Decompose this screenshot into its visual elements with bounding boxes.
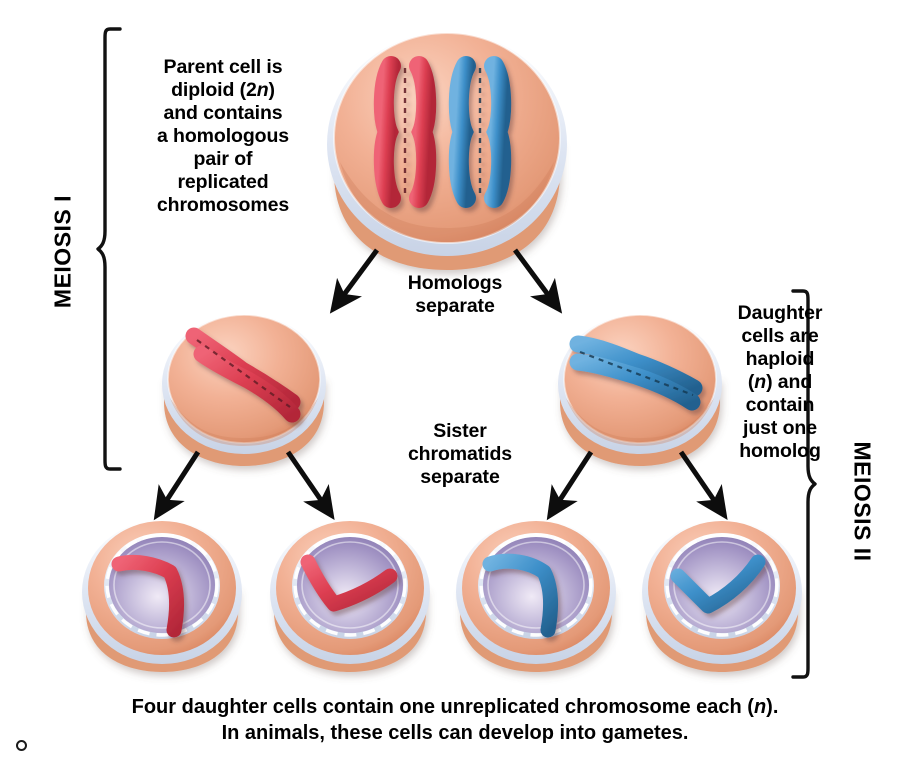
callout-parent-line-4: a homologous	[156, 125, 290, 147]
callout-parent-line-7: chromosomes	[156, 194, 290, 216]
nucleus	[483, 537, 589, 633]
parent-cell	[316, 22, 578, 274]
callout-daughter-cells: Daughter cells are haploid (n) and conta…	[700, 302, 860, 463]
callout-daughter-line-4: (n) and	[747, 371, 813, 393]
brace-meiosis-i	[96, 26, 122, 472]
nucleus	[297, 537, 403, 633]
stage-label-meiosis-i: MEIOSIS I	[50, 167, 77, 337]
chromosome-blue-replicated	[569, 335, 703, 411]
homologs-line-1: Homologs	[407, 272, 503, 294]
callout-daughter-line-2: cells are	[741, 325, 819, 347]
callout-parent-line-2: diploid (2n)	[171, 79, 275, 101]
callout-parent-line-6: replicated	[177, 171, 269, 193]
meiosis-i-text: MEIOSIS I	[49, 194, 76, 309]
nucleus	[669, 537, 775, 633]
callout-sister-chromatids-separate: Sister chromatids separate	[375, 420, 545, 489]
chromosome-red-unreplicated	[111, 554, 185, 638]
nuclear-envelope	[293, 533, 407, 637]
italic-n-diploid: n	[256, 79, 269, 101]
nuclear-envelope	[105, 533, 219, 637]
callout-daughter-line-3: haploid	[745, 348, 815, 370]
callout-daughter-line-6: just one	[743, 417, 817, 439]
daughter-cell-left	[152, 306, 336, 470]
caption-line-2: In animals, these cells can develop into…	[221, 722, 689, 744]
chromosome-red-replicated	[185, 327, 301, 423]
nuclear-envelope	[479, 533, 593, 637]
chromosome-blue-replicated	[448, 56, 512, 208]
nuclear-envelope	[665, 533, 779, 637]
gamete-cell-4	[634, 512, 810, 676]
caption-line-1-a: Four daughter cells contain one unreplic…	[131, 696, 754, 718]
chromosome-blue-unreplicated	[482, 553, 559, 638]
caption-line-1-b: ).	[766, 696, 779, 718]
nucleus	[109, 537, 215, 633]
sister-line-1: Sister	[433, 420, 487, 442]
callout-parent-line-1: Parent cell is	[163, 56, 283, 78]
callout-homologs-separate: Homologs separate	[375, 272, 535, 318]
callout-daughter-line-5: contain	[745, 394, 815, 416]
callout-parent-cell: Parent cell is diploid (2n) and contains…	[128, 56, 318, 217]
callout-parent-line-3: and contains	[163, 102, 283, 124]
gamete-cell-1	[74, 512, 250, 676]
sister-line-2: chromatids	[407, 443, 513, 465]
circle-bullet-icon	[16, 740, 27, 751]
daughter-cell-right	[548, 306, 732, 470]
chromosome-blue-unreplicated	[670, 554, 766, 614]
chromosome-red-unreplicated	[300, 554, 398, 612]
brace-meiosis-ii	[791, 288, 817, 680]
gamete-cell-3	[448, 512, 624, 676]
callout-parent-line-5: pair of	[193, 148, 253, 170]
italic-n-caption: n	[753, 696, 767, 718]
figure-caption: Four daughter cells contain one unreplic…	[60, 694, 850, 746]
italic-n-haploid: n	[754, 371, 767, 393]
callout-daughter-line-7: homolog	[739, 440, 821, 462]
chromosome-red-replicated	[373, 56, 437, 208]
callout-daughter-line-1: Daughter	[737, 302, 823, 324]
sister-line-3: separate	[420, 466, 500, 488]
caption-line-1: Four daughter cells contain one unreplic…	[60, 694, 850, 720]
homologs-line-2: separate	[415, 295, 495, 317]
gamete-cell-2	[262, 512, 438, 676]
